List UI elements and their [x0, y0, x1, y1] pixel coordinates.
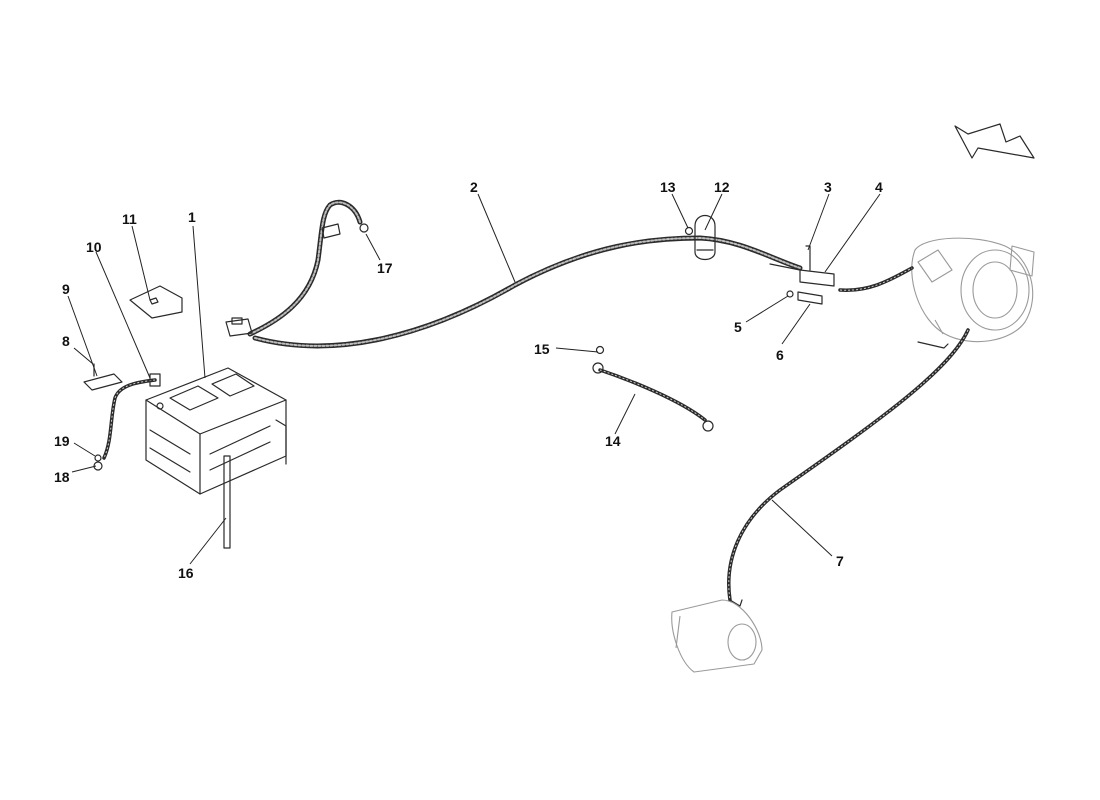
- callout-4: 4: [875, 179, 883, 195]
- alternator-lead: [838, 266, 914, 292]
- clamp-bolt: [684, 226, 694, 236]
- callout-13: 13: [660, 179, 676, 195]
- starter-cable: [727, 328, 970, 607]
- lead-clip: [83, 373, 123, 391]
- main-battery-cable: [225, 199, 803, 349]
- direction-arrow-icon: [954, 123, 1035, 159]
- callout-11: 11: [122, 211, 137, 227]
- alternator: [911, 237, 1035, 343]
- leader-lines: [67, 193, 881, 565]
- callout-3: 3: [824, 179, 832, 195]
- callout-9: 9: [62, 281, 70, 297]
- cable-clamp: [694, 214, 716, 261]
- callout-12: 12: [714, 179, 730, 195]
- negative-lead: [102, 373, 161, 460]
- callout-7: 7: [836, 553, 844, 569]
- callout-1: 1: [188, 209, 196, 225]
- callout-2: 2: [470, 179, 478, 195]
- earth-bolt: [595, 345, 605, 355]
- callout-5: 5: [734, 319, 742, 335]
- callout-14: 14: [605, 433, 621, 449]
- callout-8: 8: [62, 333, 70, 349]
- callout-16: 16: [178, 565, 194, 581]
- callout-10: 10: [86, 239, 102, 255]
- callout-17: 17: [377, 260, 393, 276]
- battery-bracket: [129, 285, 183, 319]
- battery: [145, 367, 287, 495]
- callout-19: 19: [54, 433, 70, 449]
- callout-18: 18: [54, 469, 70, 485]
- callout-15: 15: [534, 341, 550, 357]
- callout-6: 6: [776, 347, 784, 363]
- earth-strap: [592, 362, 714, 432]
- starter-motor: [671, 599, 763, 673]
- terminal-bracket: [769, 245, 835, 305]
- battery-hold-down: [223, 419, 287, 549]
- lead-nut: [94, 454, 102, 462]
